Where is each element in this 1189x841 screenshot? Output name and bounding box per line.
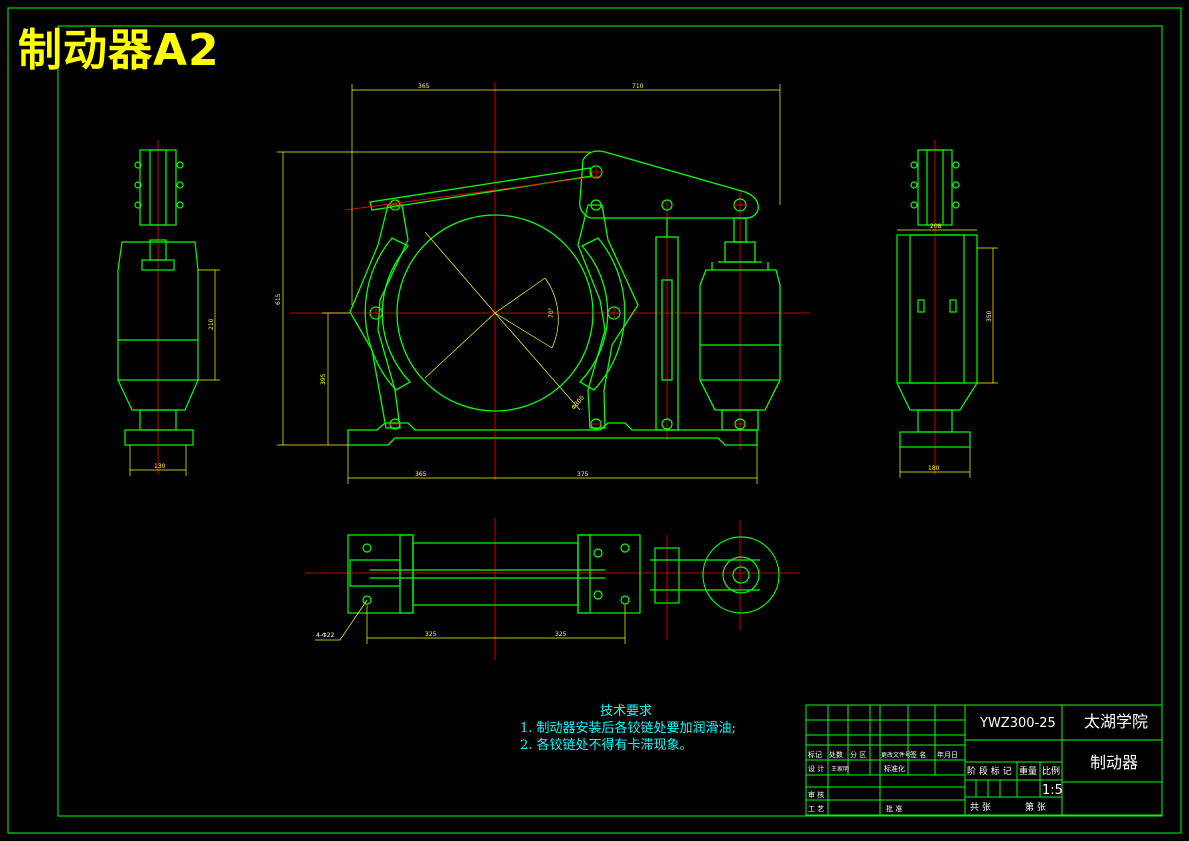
inner-frame xyxy=(57,25,1163,817)
tech-line-2: 2. 各铰链处不得有卡滞现象。 xyxy=(520,738,693,753)
plan-dim-right: 325 xyxy=(555,631,567,638)
base-plate xyxy=(347,422,758,446)
row-check: 审 核 xyxy=(808,790,824,799)
tech-line-1: 1. 制动器安装后各铰链处要加润滑油; xyxy=(520,721,736,736)
triangle-lever-plate xyxy=(579,150,759,219)
sheets-total: 共 张 xyxy=(970,802,991,813)
head-col-3: 分 区 xyxy=(850,750,866,759)
plan-hole-note: 4-Φ22 xyxy=(316,632,335,639)
row-designer: 王家明 xyxy=(831,765,849,773)
tech-heading: 技术要求 xyxy=(600,704,653,719)
dim-total-height: 615 xyxy=(275,293,282,305)
scale-value: 1:5 xyxy=(1042,783,1063,798)
part-name: 制动器 xyxy=(1090,753,1138,772)
stage-label: 阶 段 标 记 xyxy=(967,765,1012,777)
dim-bottom-right: 375 xyxy=(577,471,589,478)
front-view xyxy=(290,82,810,480)
right-side-view-dims xyxy=(897,229,998,478)
dim-top-right: 710 xyxy=(632,83,644,90)
front-view-pin-centers xyxy=(344,165,747,425)
head-col-6: 年月日 xyxy=(937,750,958,759)
head-col-5: 签 名 xyxy=(910,750,926,759)
right-side-view xyxy=(896,140,978,475)
thruster-body xyxy=(699,269,781,411)
right-brake-arm xyxy=(577,204,639,429)
dim-angle: 70° xyxy=(548,307,555,318)
sheet-title: 制动器A2 xyxy=(18,25,220,76)
plan-view-dims xyxy=(315,599,626,644)
school-name: 太湖学院 xyxy=(1084,712,1148,731)
plan-dim-left: 325 xyxy=(425,631,437,638)
outer-frame xyxy=(7,7,1182,834)
technical-requirements: 技术要求 1. 制动器安装后各铰链处要加润滑油; 2. 各铰链处不得有卡滞现象。 xyxy=(520,703,736,754)
left-dim-height: 210 xyxy=(208,318,215,330)
push-rod-slot xyxy=(661,279,673,381)
scale-label: 比例 xyxy=(1042,765,1060,777)
dim-drum-diameter: Φ300 xyxy=(570,394,586,411)
row-approve: 批 准 xyxy=(886,804,902,813)
brake-drum xyxy=(396,214,594,412)
top-lever xyxy=(369,167,593,211)
head-col-1: 标记 xyxy=(808,750,822,759)
dim-top-left: 365 xyxy=(418,83,430,90)
left-brake-arm xyxy=(349,204,409,429)
front-view-pins xyxy=(369,165,747,430)
right-dim-height: 350 xyxy=(986,310,993,322)
front-view-dimensions xyxy=(277,84,781,484)
head-col-4: 更改文件号 xyxy=(881,751,911,759)
row-design: 设 计 xyxy=(808,764,824,773)
row-process: 工 艺 xyxy=(808,805,824,813)
right-dim-top: 208 xyxy=(930,223,942,230)
dim-bottom-left: 365 xyxy=(415,471,427,478)
right-brake-shoe xyxy=(578,237,626,391)
left-side-view-dims xyxy=(129,269,220,476)
left-dim-width: 130 xyxy=(154,463,166,470)
right-dim-width: 180 xyxy=(928,465,940,472)
row-std: 标准化 xyxy=(884,764,905,773)
head-col-2: 处数 xyxy=(829,750,843,759)
dim-center-height: 395 xyxy=(320,373,327,385)
title-block xyxy=(805,704,1163,816)
left-side-view xyxy=(117,140,199,475)
drawing-number: YWZ300-25 xyxy=(979,716,1056,731)
sheet-no: 第 张 xyxy=(1025,801,1046,813)
plan-view xyxy=(305,518,800,660)
weight-label: 重量 xyxy=(1019,765,1037,777)
